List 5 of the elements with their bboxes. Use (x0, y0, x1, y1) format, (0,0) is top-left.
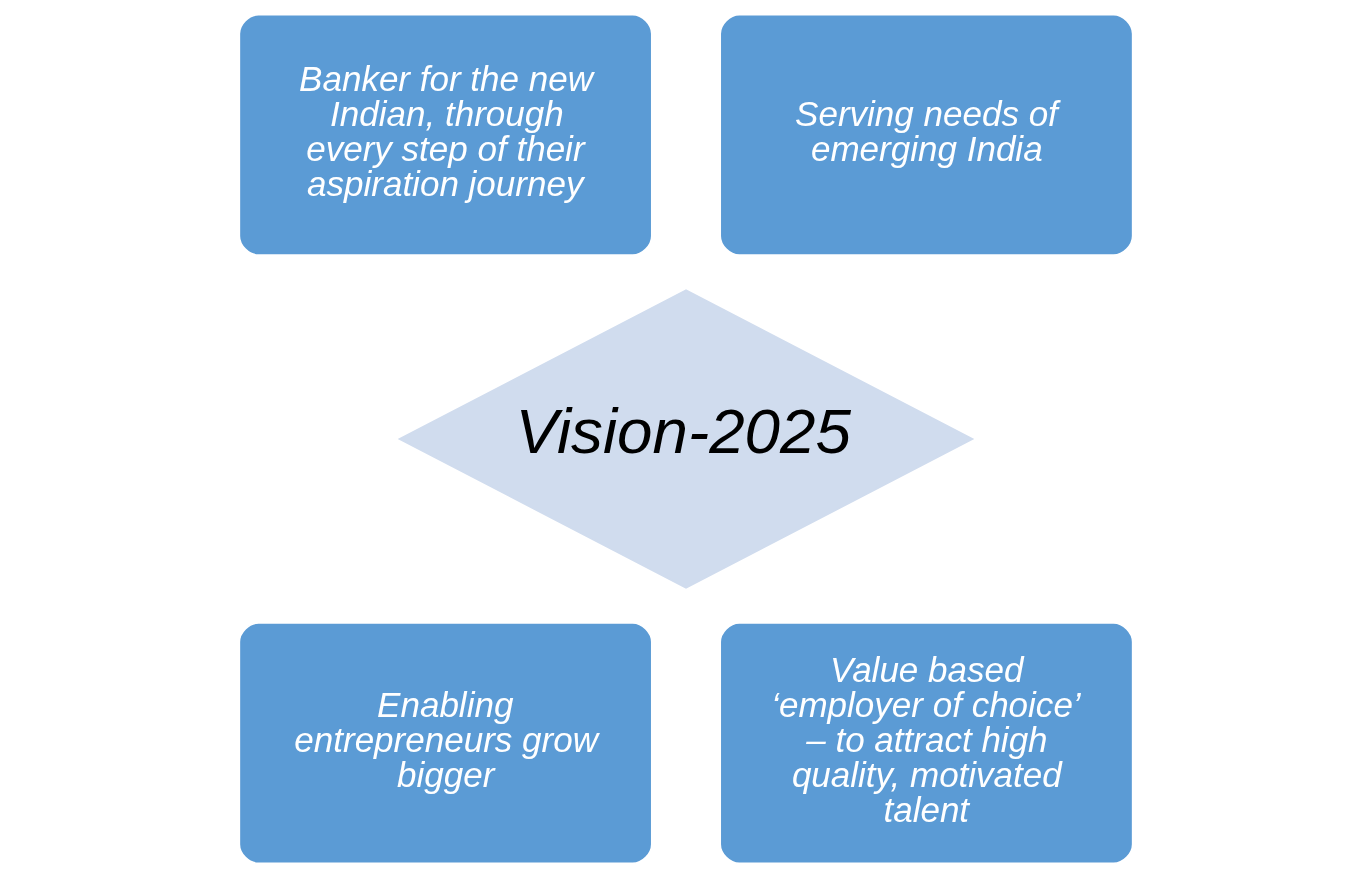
node-box: Enabling entrepreneurs grow bigger (238, 622, 653, 865)
node-box: Serving needs of emerging India (718, 13, 1133, 256)
node-diamond: Vision-2025 (397, 289, 974, 589)
node-box: Value based ‘employer of choice’ – to attract high quality, motivated talent (718, 622, 1133, 865)
node-box: Banker for the new Indian, through every step of their aspiration journey (238, 13, 653, 256)
